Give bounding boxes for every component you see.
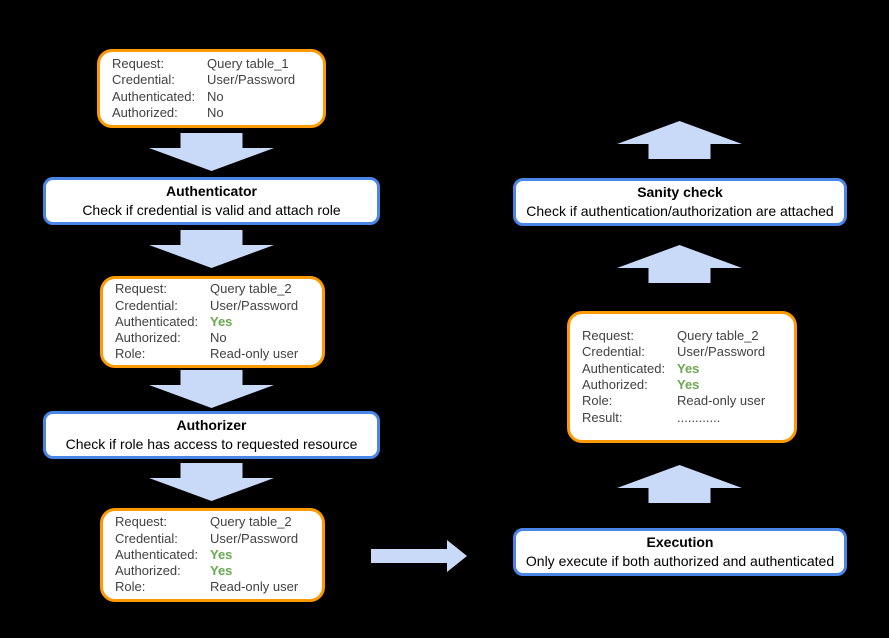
arrow-down-icon <box>149 370 274 408</box>
state-box-after-authentication: Request: Query table_2 Credential: User/… <box>100 276 325 368</box>
field-value: Yes <box>210 313 233 329</box>
state-row: Authenticated: Yes <box>115 314 322 330</box>
state-row: Authenticated: No <box>112 89 323 105</box>
field-value: User/Password <box>207 72 296 88</box>
process-subtitle: Check if credential is valid and attach … <box>82 202 341 218</box>
field-label: Request: <box>582 328 635 344</box>
state-row: Authorized: No <box>112 105 323 121</box>
field-label: Request: <box>115 514 168 530</box>
state-box-after-authorization: Request: Query table_2 Credential: User/… <box>100 508 325 602</box>
state-row: Authenticated: Yes <box>115 547 322 563</box>
process-subtitle: Check if role has access to requested re… <box>65 436 358 452</box>
state-box-initial-request: Request: Query table_1 Credential: User/… <box>97 49 326 128</box>
field-label: Credential: <box>112 72 175 88</box>
process-title: Sanity check <box>637 184 723 200</box>
field-value: User/Password <box>210 297 299 313</box>
arrow-down-icon <box>149 133 274 171</box>
arrow-down-icon <box>149 463 274 501</box>
field-label: Authenticated: <box>582 360 666 376</box>
field-label: Request: <box>115 281 168 297</box>
process-box-sanity-check: Sanity check Check if authentication/aut… <box>513 178 847 226</box>
process-box-authorizer: Authorizer Check if role has access to r… <box>43 411 380 459</box>
field-label: Role: <box>582 393 613 409</box>
state-row: Result: ............ <box>582 410 794 426</box>
state-row: Request: Query table_1 <box>112 56 323 72</box>
field-value: User/Password <box>677 344 766 360</box>
state-row: Authenticated: Yes <box>582 361 794 377</box>
process-title: Authenticator <box>166 183 257 199</box>
state-row: Authorized: Yes <box>582 377 794 393</box>
process-subtitle: Check if authentication/authorization ar… <box>526 203 834 219</box>
state-row: Authorized: Yes <box>115 563 322 579</box>
field-value: Yes <box>210 546 233 562</box>
field-value: No <box>210 330 227 346</box>
field-label: Authenticated: <box>112 88 196 104</box>
state-row: Request: Query table_2 <box>115 514 322 530</box>
field-value: Yes <box>677 360 700 376</box>
state-row: Request: Query table_2 <box>582 328 794 344</box>
field-value: ............ <box>677 409 721 425</box>
field-value: No <box>207 104 224 120</box>
field-label: Result: <box>582 409 623 425</box>
field-label: Credential: <box>115 297 178 313</box>
state-row: Request: Query table_2 <box>115 281 322 297</box>
field-value: Query table_2 <box>677 328 759 344</box>
state-row: Credential: User/Password <box>582 344 794 360</box>
state-box-after-execution: Request: Query table_2 Credential: User/… <box>567 311 797 443</box>
arrow-right-icon <box>371 540 467 572</box>
arrow-up-icon <box>617 121 742 159</box>
field-label: Role: <box>115 579 146 595</box>
arrow-up-icon <box>617 245 742 283</box>
process-box-execution: Execution Only execute if both authorize… <box>513 528 847 576</box>
state-row: Authorized: No <box>115 330 322 346</box>
field-label: Authorized: <box>582 377 648 392</box>
process-box-authenticator: Authenticator Check if credential is val… <box>43 177 380 225</box>
field-value: Read-only user <box>210 579 299 595</box>
field-label: Role: <box>115 346 146 362</box>
field-label: Credential: <box>582 344 645 360</box>
field-label: Authorized: <box>112 104 178 120</box>
state-row: Credential: User/Password <box>115 298 322 314</box>
state-row: Credential: User/Password <box>115 531 322 547</box>
process-subtitle: Only execute if both authorized and auth… <box>525 553 835 569</box>
field-value: Query table_2 <box>210 281 292 297</box>
field-label: Authorized: <box>115 330 181 346</box>
field-value: Read-only user <box>210 346 299 362</box>
state-row: Role: Read-only user <box>582 393 794 409</box>
arrow-up-icon <box>617 465 742 503</box>
process-title: Execution <box>646 534 714 550</box>
field-value: No <box>207 88 224 104</box>
field-label: Authenticated: <box>115 313 199 329</box>
field-value: User/Password <box>210 530 299 546</box>
state-row: Credential: User/Password <box>112 72 323 88</box>
state-row: Role: Read-only user <box>115 346 322 362</box>
field-value: Yes <box>210 563 233 579</box>
field-label: Authorized: <box>115 563 181 579</box>
field-label: Credential: <box>115 530 178 546</box>
field-value: Query table_1 <box>207 55 289 71</box>
process-title: Authorizer <box>176 417 247 433</box>
field-label: Request: <box>112 55 165 71</box>
field-label: Authenticated: <box>115 546 199 562</box>
arrow-down-icon <box>149 230 274 268</box>
field-value: Query table_2 <box>210 514 292 530</box>
field-value: Read-only user <box>677 393 766 409</box>
field-value: Yes <box>677 377 700 392</box>
state-row: Role: Read-only user <box>115 579 322 595</box>
